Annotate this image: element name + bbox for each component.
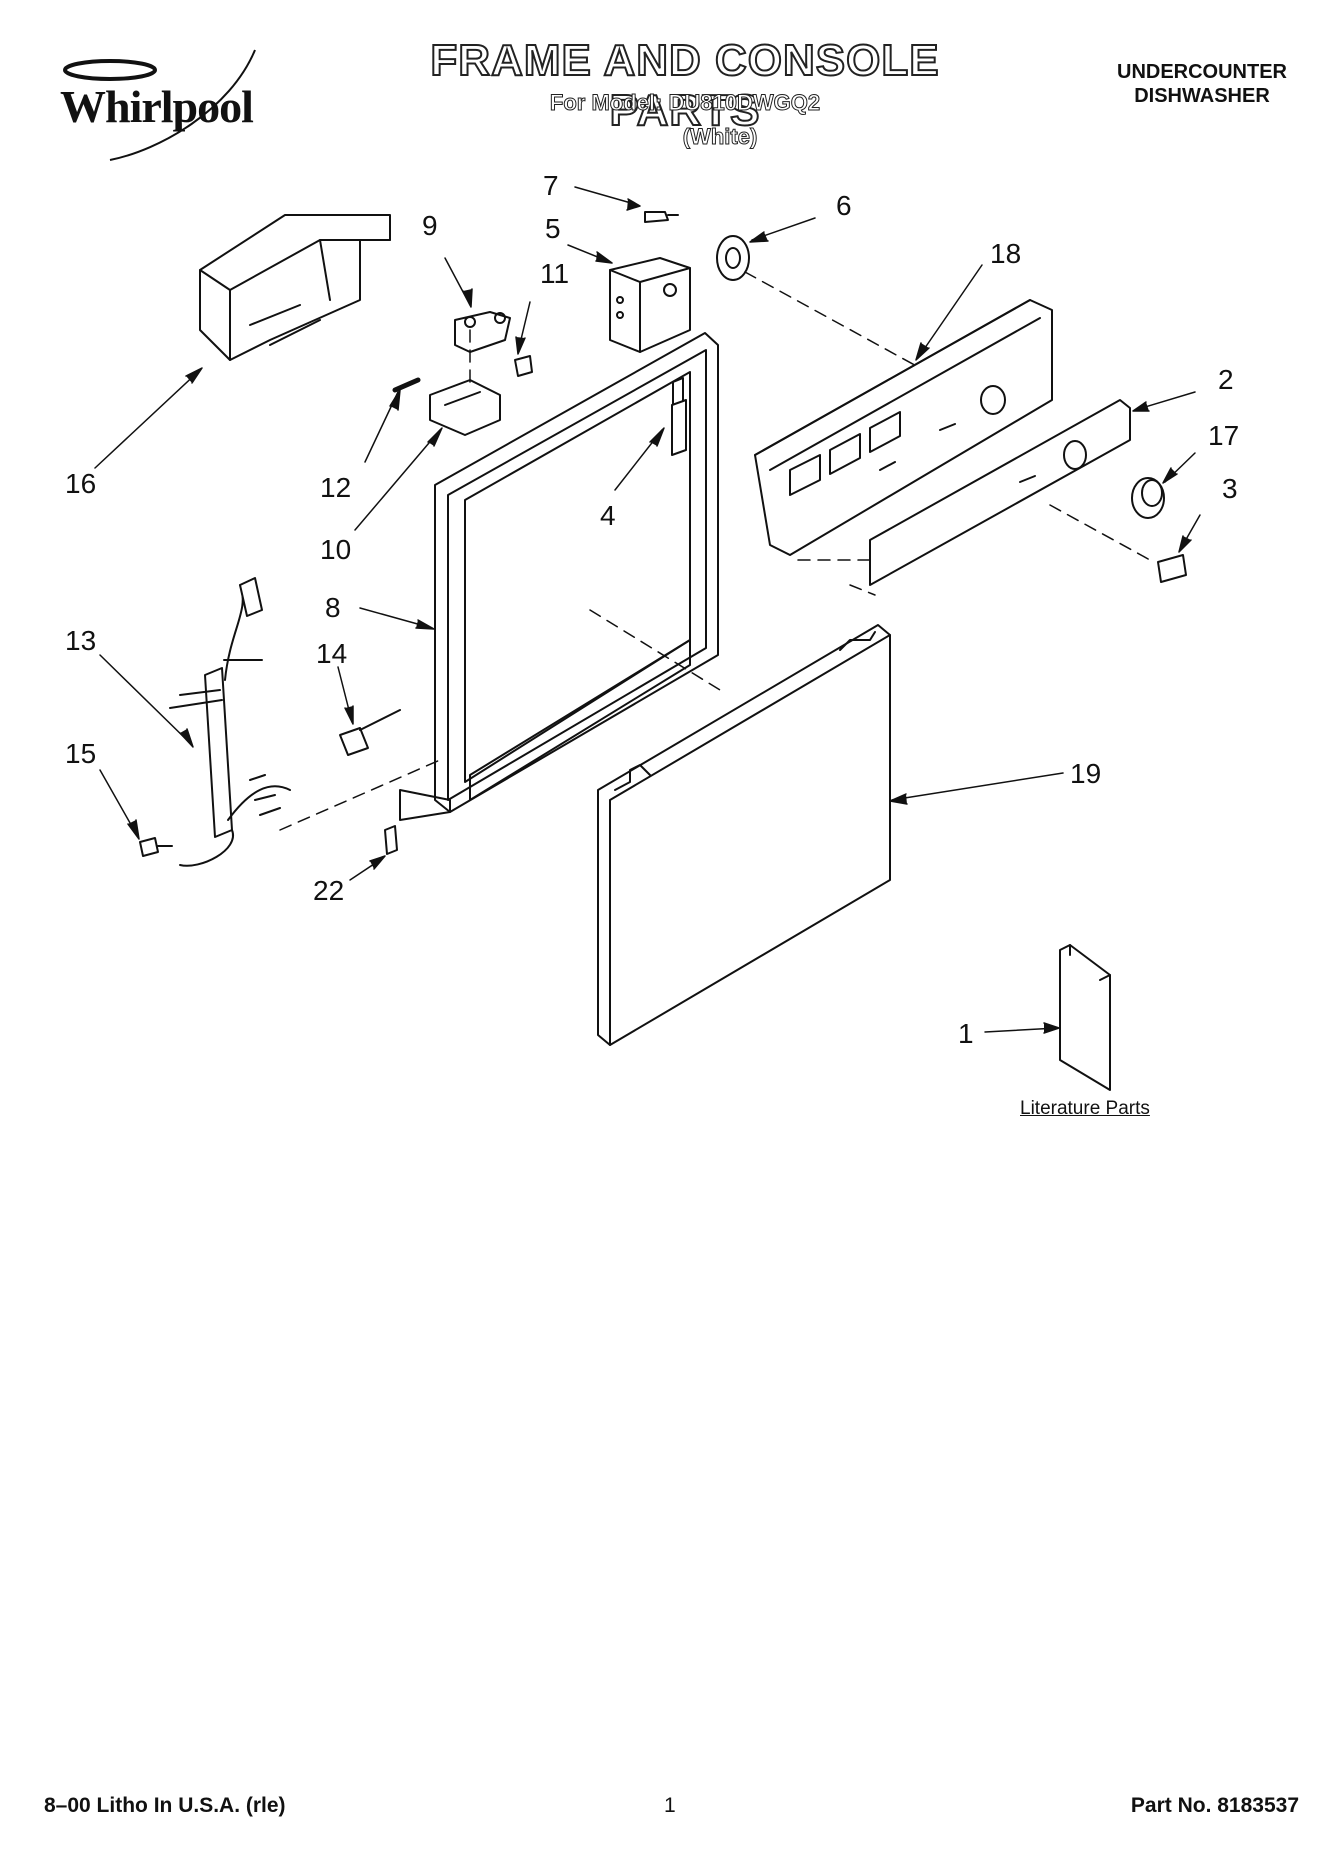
part-9-switch (454, 311, 511, 353)
callout-leaders (94, 186, 1201, 1034)
callout-16: 16 (65, 468, 97, 499)
part-15-screw (139, 837, 173, 857)
part-2-panel (869, 399, 1131, 586)
part-17-knob (1131, 477, 1165, 519)
model-number: For Model: DU810DWGQ2 (549, 90, 821, 116)
literature-parts-label: Literature Parts (1020, 1098, 1150, 1119)
callout-17: 17 (1208, 420, 1240, 451)
part-4-hinge (671, 399, 687, 456)
callout-22: 22 (313, 875, 345, 906)
part-6-timer-knob (716, 235, 750, 281)
callout-11: 11 (540, 258, 570, 289)
callout-6: 6 (836, 190, 852, 221)
callout-4: 4 (600, 500, 616, 531)
part-11-switch-clip (514, 355, 533, 377)
part-16-duct-cover (199, 214, 391, 361)
part-18-console (754, 299, 1053, 556)
part-13-harness (169, 577, 291, 867)
alignment-lines (279, 271, 1151, 831)
part-7-screw (644, 211, 679, 223)
model-color: (White) (682, 124, 758, 150)
part-22-clip (384, 825, 398, 855)
callout-10: 10 (320, 534, 352, 565)
callout-8: 8 (325, 592, 341, 623)
part-10-bracket (429, 379, 501, 436)
callout-19: 19 (1070, 758, 1102, 789)
callout-7: 7 (543, 170, 559, 201)
callout-2: 2 (1218, 364, 1234, 395)
part-1-literature (1059, 944, 1111, 1091)
callout-13: 13 (65, 625, 97, 656)
appliance-type: UNDERCOUNTER DISHWASHER (1117, 60, 1287, 108)
callout-18: 18 (990, 238, 1022, 269)
part-number: Part No. 8183537 (1130, 1794, 1299, 1817)
callout-15: 15 (65, 738, 97, 769)
appliance-line-1: UNDERCOUNTER (1117, 61, 1287, 83)
appliance-line-2: DISHWASHER (1134, 85, 1270, 107)
part-8-frame (399, 332, 719, 821)
part-5-control (609, 257, 691, 353)
part-14-switch (339, 709, 401, 756)
callout-14: 14 (316, 638, 348, 669)
callout-5: 5 (545, 213, 561, 244)
callout-3: 3 (1222, 473, 1238, 504)
callout-1: 1 (958, 1018, 974, 1049)
part-3-clip (1157, 554, 1187, 583)
callout-12: 12 (320, 472, 352, 503)
print-info: 8–00 Litho In U.S.A. (rle) (44, 1794, 286, 1817)
page-number: 1 (664, 1794, 676, 1817)
page-title: FRAME AND CONSOLE PARTS (429, 35, 940, 136)
callout-9: 9 (422, 210, 438, 241)
part-19-door-panel (597, 624, 891, 1046)
part-12-pin (392, 377, 421, 393)
